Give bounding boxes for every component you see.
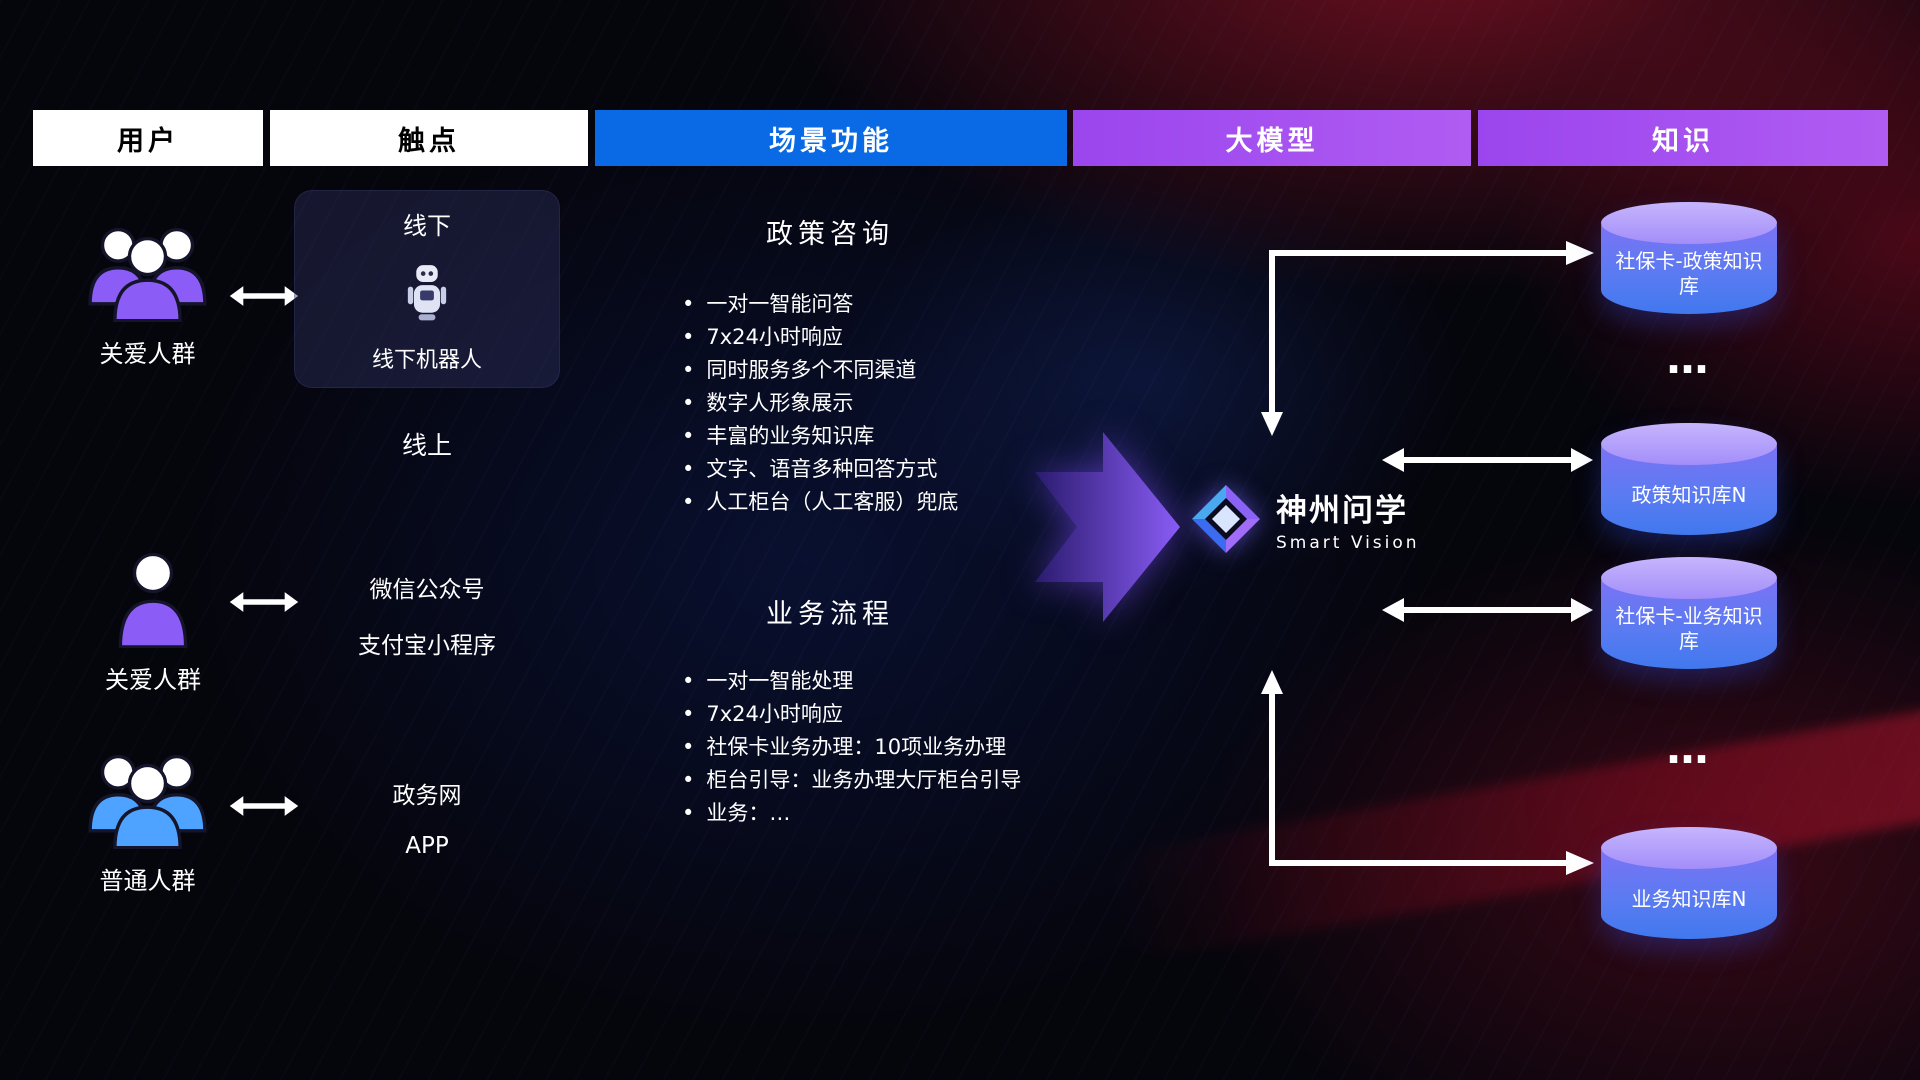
kb-social-business-cylinder: 社保卡-业务知识库 [1601, 557, 1777, 669]
channel-gov-web: 政务网 [392, 783, 462, 809]
channel-wechat: 微信公众号 [369, 577, 485, 603]
connector-arrow-top-bent [1261, 241, 1594, 436]
feature-item: 柜台引导：业务办理大厅柜台引导 [682, 764, 1021, 797]
user-label: 关爱人群 [99, 340, 196, 368]
business-feature-list: 一对一智能处理 7x24小时响应 社保卡业务办理：10项业务办理 柜台引导：业务… [682, 665, 1021, 830]
offline-title: 线下 [403, 212, 451, 240]
kb-policy-n-cylinder: 政策知识库N [1601, 423, 1777, 535]
online-title: 线上 [401, 431, 452, 460]
group-people-icon [80, 218, 215, 322]
feature-item: 7x24小时响应 [682, 321, 958, 354]
feature-item: 社保卡业务办理：10项业务办理 [682, 731, 1021, 764]
kb-label: 政策知识库N [1631, 482, 1747, 507]
column-header-knowledge: 知识 [1478, 110, 1888, 166]
brand-text: 神州问学 Smart Vision [1276, 485, 1420, 553]
feature-item: 一对一智能问答 [682, 288, 958, 321]
feature-item: 同时服务多个不同渠道 [682, 354, 958, 387]
business-section-title: 业务流程 [766, 599, 894, 630]
offline-robot-label: 线下机器人 [371, 348, 482, 373]
user-group-ordinary: 普通人群 [80, 745, 215, 896]
offline-touchpoint-card: 线下 线下机器人 [294, 190, 560, 388]
kb-label: 社保卡-政策知识库 [1615, 249, 1763, 298]
feature-item: 7x24小时响应 [682, 698, 1021, 731]
model-brand: 神州问学 Smart Vision [1190, 483, 1420, 555]
policy-feature-list: 一对一智能问答 7x24小时响应 同时服务多个不同渠道 数字人形象展示 丰富的业… [682, 288, 958, 519]
kb-label: 业务知识库N [1631, 886, 1747, 911]
column-header-model: 大模型 [1073, 110, 1471, 166]
column-header-users: 用户 [33, 110, 263, 166]
channel-app: APP [405, 833, 449, 859]
connector-arrow-bottom-bent [1261, 670, 1594, 875]
feature-item: 业务：… [682, 797, 1021, 830]
diamond-logo-icon [1190, 483, 1262, 555]
policy-section-title: 政策咨询 [766, 219, 894, 250]
bidirectional-arrow-icon [228, 588, 300, 616]
user-label: 普通人群 [99, 867, 196, 895]
feature-item: 人工柜台（人工客服）兜底 [682, 486, 958, 519]
feature-item: 数字人形象展示 [682, 387, 958, 420]
bidirectional-arrow-icon [228, 282, 300, 310]
flow-arrow-icon [1035, 432, 1180, 622]
brand-name: 神州问学 [1276, 493, 1408, 529]
connector-arrow-business-kb [1382, 598, 1593, 622]
connector-arrow-policy-n [1382, 448, 1593, 472]
channel-alipay: 支付宝小程序 [358, 633, 496, 659]
kb-ellipsis: … [1666, 724, 1712, 773]
robot-icon [404, 261, 450, 323]
kb-label: 社保卡-业务知识库 [1615, 604, 1763, 653]
bidirectional-arrow-icon [228, 792, 300, 820]
group-people-icon [80, 745, 215, 849]
feature-item: 文字、语音多种回答方式 [682, 453, 958, 486]
column-header-touchpoints: 触点 [270, 110, 588, 166]
brand-subtitle: Smart Vision [1276, 533, 1420, 553]
person-icon [111, 548, 195, 648]
user-label: 关爱人群 [105, 666, 201, 694]
kb-social-policy-cylinder: 社保卡-政策知识库 [1601, 202, 1777, 314]
kb-ellipsis: … [1666, 334, 1712, 383]
user-group-care-2: 关爱人群 [105, 548, 201, 695]
column-header-scenarios: 场景功能 [595, 110, 1067, 166]
kb-business-n-cylinder: 业务知识库N [1601, 827, 1777, 939]
user-group-care-1: 关爱人群 [80, 218, 215, 369]
feature-item: 一对一智能处理 [682, 665, 1021, 698]
feature-item: 丰富的业务知识库 [682, 420, 958, 453]
